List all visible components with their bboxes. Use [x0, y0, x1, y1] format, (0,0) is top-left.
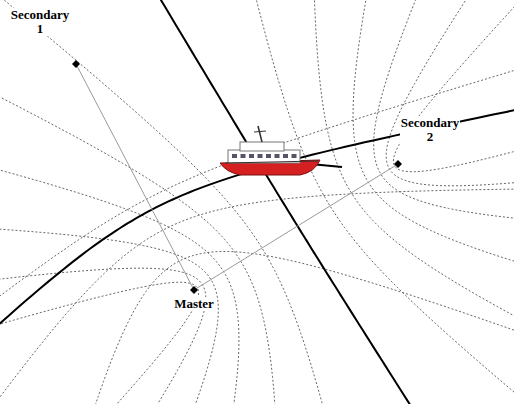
station-diamond	[190, 286, 198, 294]
baseline	[194, 164, 398, 290]
hyperbola-line	[393, 0, 514, 172]
hyperbola-line	[0, 188, 514, 404]
hyperbola-line	[0, 192, 218, 404]
hyperbola-line	[374, 0, 514, 262]
hyperbola-line	[0, 0, 280, 404]
hyperbola-line	[312, 0, 514, 404]
hyperbola-line	[0, 268, 206, 404]
station-diamond	[394, 160, 402, 168]
hyperbola-line	[0, 0, 239, 404]
hyperbola-line	[44, 0, 514, 404]
hyperbola-line	[353, 0, 514, 404]
hyperbola-line	[386, 0, 514, 186]
hyperbola-line	[0, 251, 514, 404]
station-marks	[72, 60, 402, 294]
station-label: Secondary 2	[400, 116, 461, 144]
baseline	[76, 64, 194, 290]
station-label: Master	[173, 297, 215, 311]
station-label: Secondary 1	[10, 8, 71, 36]
ship	[220, 126, 342, 175]
station-diamond	[72, 60, 80, 68]
hyperbola-line	[0, 282, 199, 404]
